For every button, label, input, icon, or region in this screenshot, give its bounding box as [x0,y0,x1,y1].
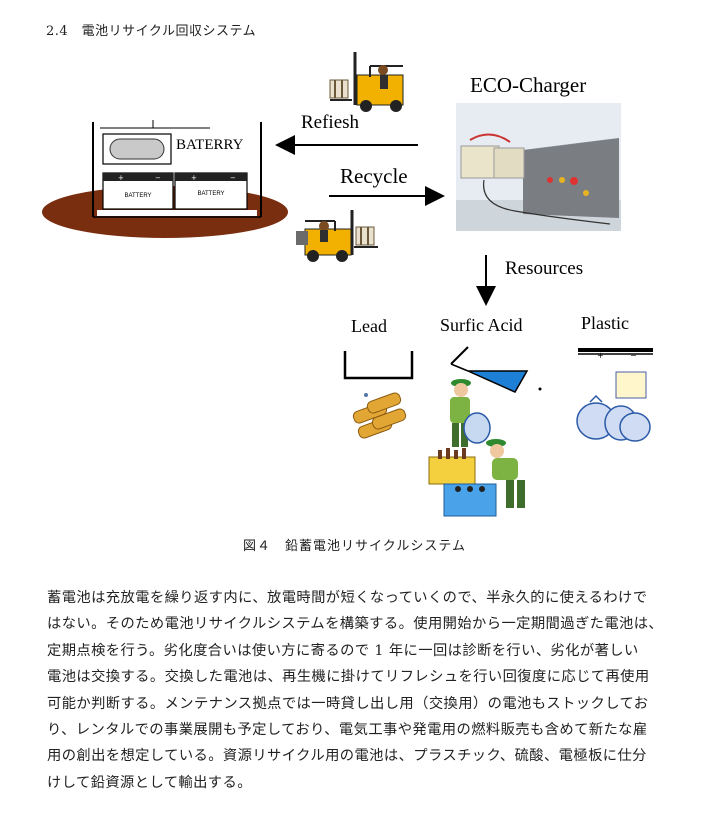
section-heading: 2.4 電池リサイクル回収システム [46,24,257,39]
figure-caption: 図４ 鉛蓄電池リサイクルシステム [243,539,466,554]
battery-unit-right: + − BATTERY [174,172,248,210]
svg-text:+: + [191,174,197,182]
lead-ingot-icon [352,392,407,439]
paragraph-line: けして鉛資源として輸出する。 [47,774,252,791]
battery-unit-left: + − BATTERY [102,172,174,210]
svg-text:+: + [597,351,604,360]
plastic-bags-icon [576,371,651,442]
paragraph-line: 定期点検を行う。劣化度合いは使い方に寄るので 1 年に一回は診断を行い、劣化が著… [47,642,639,659]
recycling-workers-illustration [428,379,525,517]
recycle-diagram: + − BATTERY + − BATTERY BATERRY [42,52,653,517]
acid-label: Surfic Acid [440,315,523,335]
plastic-label: Plastic [581,313,629,333]
refresh-label: Refiesh [301,112,360,133]
svg-text:+: + [118,174,124,182]
forklift-icon-top [329,52,404,112]
svg-text:−: − [155,174,161,182]
battery-cell-label-right: BATTERY [197,191,224,197]
acid-tank [450,346,542,393]
svg-text:−: − [630,351,637,360]
forklift-icon-bottom [296,210,378,262]
battery-label: BATERRY [176,137,244,153]
recycle-label: Recycle [340,164,408,188]
paragraph-line: 可能か判断する。メンテナンス拠点では一時貸し出し用（交換用）の電池もストックして… [47,695,649,712]
paragraph-line: 用の創出を想定している。資源リサイクル用の電池は、プラスチック、硫酸、電極板に仕… [47,748,647,765]
plastic-bracket: + − [578,348,653,360]
eco-charger-photo [456,103,621,231]
eco-charger-label: ECO-Charger [470,73,586,97]
lead-bracket [343,351,414,380]
resources-label: Resources [505,258,583,279]
svg-text:−: − [230,174,236,182]
paragraph-line: 蓄電池は充放電を繰り返す内に、放電時間が短くなっていくので、半永久的に使えるわけ… [47,590,648,606]
paragraph-line: 電池は交換する。交換した電池は、再生機に掛けてリフレシュを行い回復度に応じて再使… [47,669,650,686]
paragraph-line: り、レンタルでの事業展開も予定しており、電気工事や発電用の燃料販売も含めて新たな… [47,722,648,739]
lead-label: Lead [351,316,387,336]
paragraph-line: はない。そのため電池リサイクルシステムを構築する。使用開始から一定期間過ぎた電池… [47,616,664,633]
body-paragraph: 蓄電池は充放電を繰り返す内に、放電時間が短くなっていくので、半永久的に使えるわけ… [47,585,669,796]
battery-cell-label-left: BATTERY [124,193,151,199]
battery-station-illustration: + − BATTERY + − BATTERY [42,120,288,238]
